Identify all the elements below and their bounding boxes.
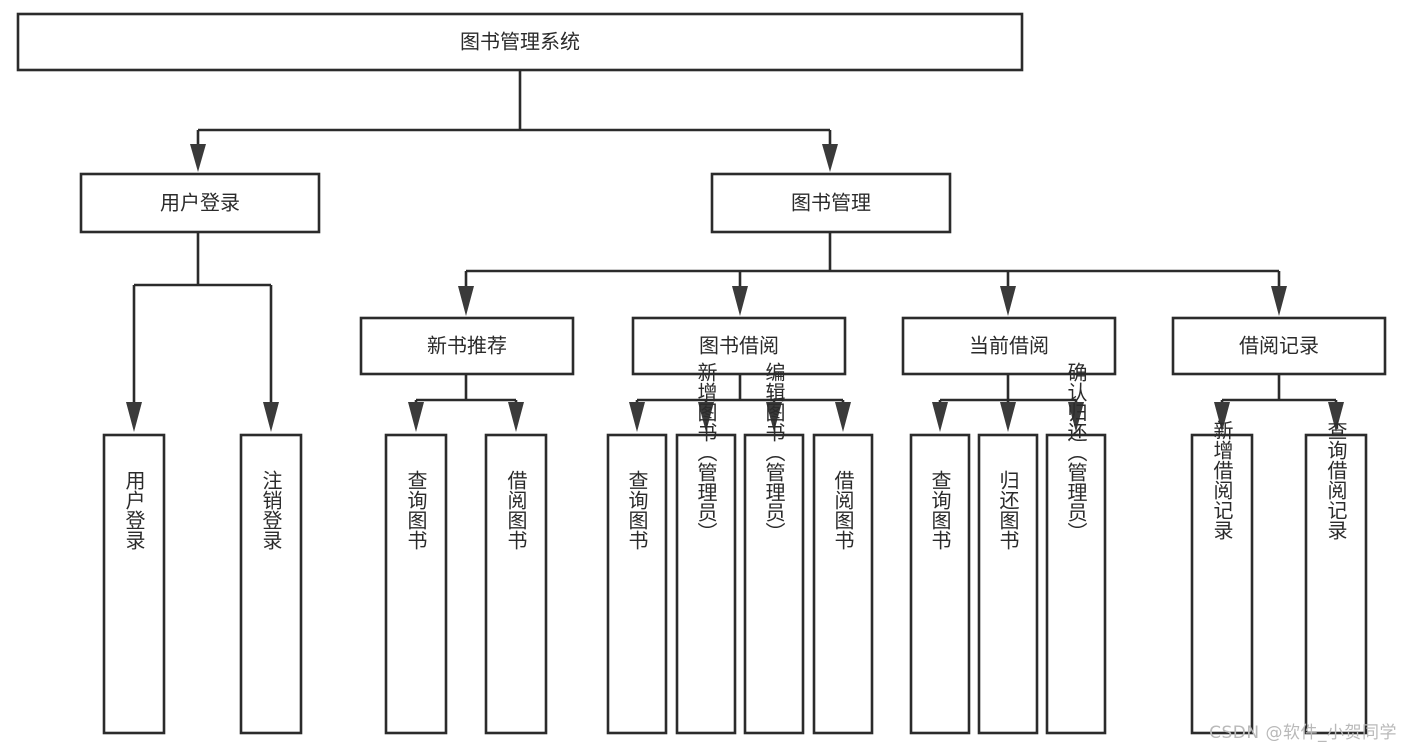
arrow-head-icon [766,402,782,432]
connector-group-bookmgmt [458,232,1287,316]
node-leaf-query-borrow-record[interactable]: 查询借阅记录 [1304,420,1368,735]
node-root-label: 图书管理系统 [460,30,580,54]
node-borrow-records-box[interactable] [1171,316,1387,376]
node-leaf-box[interactable] [909,433,971,735]
node-leaf-box[interactable] [1190,433,1254,735]
node-new-book-recommend-label: 新书推荐 [427,334,507,358]
node-leaf-box[interactable] [102,433,166,735]
arrow-head-icon [263,402,279,432]
node-leaf-label: 编辑图书（管理员） [762,362,786,542]
node-user-login[interactable]: 用户登录 [79,172,321,234]
node-root-box[interactable] [16,12,1024,72]
node-leaf-box[interactable] [484,433,548,735]
arrow-head-icon [508,402,524,432]
node-user-login-label: 用户登录 [160,191,240,215]
node-leaf-label: 注销登录 [259,470,283,550]
node-leaf-box[interactable] [239,433,303,735]
node-leaf-box[interactable] [977,433,1039,735]
arrow-head-icon [1068,402,1084,432]
node-borrow-records-label: 借阅记录 [1239,334,1319,358]
node-leaf-query-book-2[interactable]: 查询图书 [606,433,668,735]
node-leaf-label: 查询图书 [928,470,952,550]
node-leaf-label: 用户登录 [122,470,146,550]
node-leaf-box[interactable] [675,433,737,735]
connector-group-newbook [408,374,524,432]
arrow-head-icon [629,402,645,432]
node-leaf-add-book-admin[interactable]: 新增图书（管理员） [675,362,737,735]
connector-group-current [932,374,1084,432]
node-leaf-add-borrow-record[interactable]: 新增借阅记录 [1190,420,1254,735]
node-leaf-label: 确认归还（管理员） [1064,362,1088,542]
node-leaf-label: 借阅图书 [831,470,855,550]
node-leaf-label: 查询图书 [625,470,649,550]
arrow-head-icon [835,402,851,432]
node-current-borrow-label: 当前借阅 [969,334,1049,358]
node-leaf-box[interactable] [606,433,668,735]
arrow-head-icon [822,144,838,172]
node-leaf-box[interactable] [812,433,874,735]
node-leaf-edit-book-admin[interactable]: 编辑图书（管理员） [743,362,805,735]
arrow-head-icon [126,402,142,432]
arrow-head-icon [1000,402,1016,432]
node-leaf-borrow-book-2[interactable]: 借阅图书 [812,433,874,735]
node-borrow-records[interactable]: 借阅记录 [1171,316,1387,376]
node-current-borrow[interactable]: 当前借阅 [901,316,1117,376]
arrow-head-icon [732,286,748,316]
connector-group-root [190,70,838,172]
arrow-head-icon [932,402,948,432]
node-book-management-box[interactable] [710,172,952,234]
arrow-head-icon [190,144,206,172]
arrow-head-icon [458,286,474,316]
node-leaf-borrow-book-1[interactable]: 借阅图书 [484,433,548,735]
node-book-management[interactable]: 图书管理 [710,172,952,234]
node-leaf-label: 新增借阅记录 [1210,420,1234,540]
node-leaf-logout[interactable]: 注销登录 [239,433,303,735]
node-leaf-box[interactable] [743,433,805,735]
node-new-book-recommend-box[interactable] [359,316,575,376]
connector-group-userlogin [126,232,279,432]
node-leaf-label: 查询图书 [404,470,428,550]
arrow-head-icon [408,402,424,432]
node-current-borrow-box[interactable] [901,316,1117,376]
node-leaf-box[interactable] [1304,433,1368,735]
node-new-book-recommend[interactable]: 新书推荐 [359,316,575,376]
node-leaf-user-login[interactable]: 用户登录 [102,433,166,735]
node-book-management-label: 图书管理 [791,191,871,215]
node-leaf-label: 新增图书（管理员） [694,362,718,542]
node-book-borrow-label: 图书借阅 [699,334,779,358]
arrow-head-icon [1214,402,1230,432]
arrow-head-icon [1000,286,1016,316]
arrow-head-icon [698,402,714,432]
node-leaf-label: 查询借阅记录 [1324,420,1348,540]
node-book-borrow[interactable]: 图书借阅 [631,316,847,376]
node-leaf-box[interactable] [384,433,448,735]
node-leaf-box[interactable] [1045,433,1107,735]
node-leaf-confirm-return-admin[interactable]: 确认归还（管理员） [1045,362,1107,735]
node-user-login-box[interactable] [79,172,321,234]
connector-group-records [1214,374,1344,432]
node-leaf-query-book-3[interactable]: 查询图书 [909,433,971,735]
connector-group-borrow [629,374,851,432]
arrow-head-icon [1328,402,1344,432]
node-leaf-label: 借阅图书 [504,470,528,550]
node-root[interactable]: 图书管理系统 [16,12,1024,72]
node-leaf-return-book[interactable]: 归还图书 [977,433,1039,735]
node-book-borrow-box[interactable] [631,316,847,376]
arrow-head-icon [1271,286,1287,316]
node-leaf-label: 归还图书 [996,470,1020,550]
node-leaf-query-book-1[interactable]: 查询图书 [384,433,448,735]
